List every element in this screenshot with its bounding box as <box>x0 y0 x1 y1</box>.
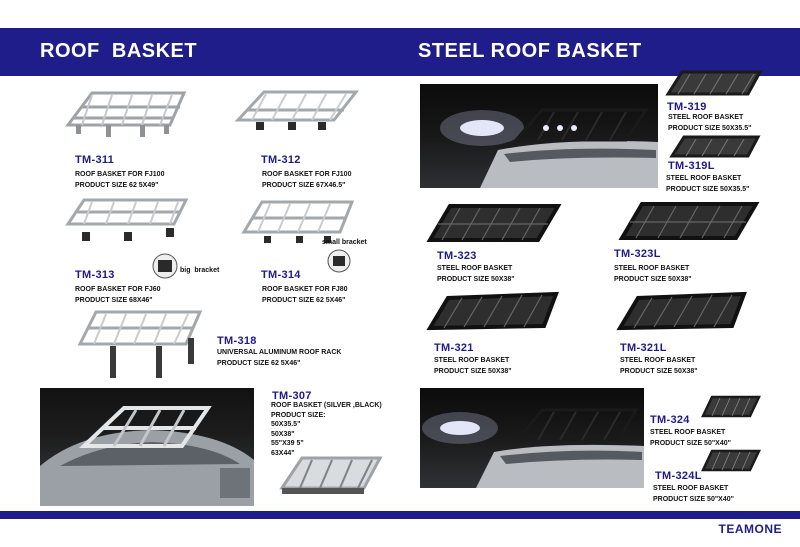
product-desc-tm323: STEEL ROOF BASKET PRODUCT SIZE 50X38" <box>437 263 515 285</box>
desc-line: PRODUCT SIZE 50"x40" <box>650 440 731 447</box>
desc-line: STEEL ROOF BASKET <box>614 265 690 272</box>
desc-line: PRODUCT SIZE: <box>271 411 326 419</box>
brand-name: TEAMONE <box>718 522 782 536</box>
steel-basket-image-tm323l <box>618 202 760 240</box>
product-code-tm323: TM-323 <box>437 250 477 262</box>
product-desc-tm321: STEEL ROOF BASKET PRODUCT SIZE 50X38" <box>434 355 512 377</box>
big-bracket-label: big bracket <box>180 267 220 274</box>
desc-line: 50X35.5" <box>271 421 301 428</box>
steel-basket-image-tm319 <box>665 70 763 96</box>
footer-bar <box>0 511 800 519</box>
product-desc-tm314: ROOF BASKET FOR FJ80 PRODUCT SIZE 62 5X4… <box>262 284 348 306</box>
desc-line: ROOF BASKET FOR FJ100 <box>75 171 165 178</box>
product-desc-tm324l: STEEL ROOF BASKET PRODUCT SIZE 50"x40" <box>653 483 734 505</box>
product-code-tm307: TM-307 <box>272 390 312 402</box>
small-bracket-image <box>327 249 351 273</box>
product-code-tm324: TM-324 <box>650 414 690 426</box>
desc-line: ROOF BASKET (SILVER ,BLACK) <box>271 402 382 409</box>
product-code-tm319: TM-319 <box>667 101 707 113</box>
product-code-tm313: TM-313 <box>75 269 115 281</box>
desc-line: 50X38" <box>271 430 295 438</box>
desc-line: PRODUCT SIZE 50X35.5" <box>668 125 752 132</box>
desc-line: ROOF BASKET FOR FJ100 <box>262 171 352 178</box>
product-desc-tm319: STEEL ROOF BASKET PRODUCT SIZE 50X35.5" <box>668 112 751 134</box>
desc-line: PRODUCT SIZE 68X46" <box>75 297 153 304</box>
product-desc-tm324: STEEL ROOF BASKET PRODUCT SIZE 50"x40" <box>650 427 731 449</box>
desc-line: STEEL ROOF BASKET <box>668 114 744 121</box>
product-desc-tm323l: STEEL ROOF BASKET PRODUCT SIZE 50X38" <box>614 263 692 285</box>
left-section-title: ROOF BASKET <box>40 40 198 62</box>
desc-line: PRODUCT SIZE 62 5X49" <box>75 182 159 189</box>
left-header-banner: ROOF BASKET <box>0 28 400 76</box>
desc-line: PRODUCT SIZE 50X38" <box>614 276 692 283</box>
night-car-photo-bottom <box>420 388 644 488</box>
product-desc-tm313: ROOF BASKET FOR FJ60 PRODUCT SIZE 68X46" <box>75 284 161 306</box>
product-code-tm319l: TM-319L <box>668 160 715 172</box>
product-desc-tm321l: STEEL ROOF BASKET PRODUCT SIZE 50X38" <box>620 355 698 377</box>
desc-line: PRODUCT SIZE 50X38" <box>437 276 515 283</box>
desc-line: PRODUCT SIZE 50X35.5" <box>666 186 750 193</box>
roof-rack-image-tm318 <box>77 310 203 378</box>
right-section-title: STEEL ROOF BASKET <box>418 40 642 62</box>
desc-line: STEEL ROOF BASKET <box>437 265 513 272</box>
desc-line: 63X44" <box>271 449 295 457</box>
product-code-tm314: TM-314 <box>261 269 301 281</box>
roof-basket-image-tm311 <box>65 91 187 137</box>
roof-basket-image-tm307 <box>279 456 383 494</box>
steel-basket-image-tm323 <box>426 204 562 242</box>
product-desc-tm307: ROOF BASKET (SILVER ,BLACK) PRODUCT SIZE… <box>271 401 382 458</box>
steel-basket-image-tm324l <box>701 449 761 472</box>
product-code-tm312: TM-312 <box>261 154 301 166</box>
desc-line: STEEL ROOF BASKET <box>653 485 729 492</box>
desc-line: STEEL ROOF BASKET <box>434 357 510 364</box>
desc-line: PRODUCT SIZE 50X38" <box>434 368 512 375</box>
product-desc-tm312: ROOF BASKET FOR FJ100 PRODUCT SIZE 67X46… <box>262 169 351 191</box>
desc-line: PRODUCT SIZE 62 5X46" <box>217 360 301 367</box>
product-code-tm323l: TM-323L <box>614 248 661 260</box>
desc-line: PRODUCT SIZE 62 5X46" <box>262 297 346 304</box>
small-bracket-label: small bracket <box>322 239 367 246</box>
right-header-banner: STEEL ROOF BASKET <box>400 28 800 76</box>
product-desc-tm319l: STEEL ROOF BASKET PRODUCT SIZE 50X35.5" <box>666 173 749 195</box>
roof-basket-image-tm313 <box>65 198 189 241</box>
steel-basket-image-tm319l <box>669 135 761 158</box>
product-code-tm321l: TM-321L <box>620 342 667 354</box>
product-desc-tm318: UNIVERSAL ALUMINUM ROOF RACK PRODUCT SIZ… <box>217 347 341 369</box>
desc-line: STEEL ROOF BASKET <box>650 429 726 436</box>
desc-line: PRODUCT SIZE 50"x40" <box>653 496 734 503</box>
desc-line: PRODUCT SIZE 67X46.5" <box>262 182 346 189</box>
product-code-tm311: TM-311 <box>75 154 115 166</box>
desc-line: ROOF BASKET FOR FJ80 <box>262 286 348 293</box>
steel-basket-image-tm321l <box>616 291 747 331</box>
steel-basket-image-tm321 <box>426 291 559 331</box>
desc-line: ROOF BASKET FOR FJ60 <box>75 286 161 293</box>
desc-line: PRODUCT SIZE 50X38" <box>620 368 698 375</box>
product-code-tm324l: TM-324L <box>655 470 702 482</box>
desc-line: STEEL ROOF BASKET <box>666 175 742 182</box>
big-bracket-image <box>152 253 178 279</box>
product-desc-tm311: ROOF BASKET FOR FJ100 PRODUCT SIZE 62 5X… <box>75 169 164 191</box>
product-code-tm318: TM-318 <box>217 335 257 347</box>
night-car-photo-top <box>420 84 658 188</box>
desc-line: UNIVERSAL ALUMINUM ROOF RACK <box>217 349 342 356</box>
roof-basket-image-tm312 <box>234 90 360 130</box>
roof-basket-image-tm314 <box>241 200 355 243</box>
desc-line: STEEL ROOF BASKET <box>620 357 696 364</box>
car-photo-tm307 <box>40 388 254 506</box>
steel-basket-image-tm324 <box>701 395 761 418</box>
product-code-tm321: TM-321 <box>434 342 474 354</box>
desc-line: 55"X39 5" <box>271 440 304 447</box>
